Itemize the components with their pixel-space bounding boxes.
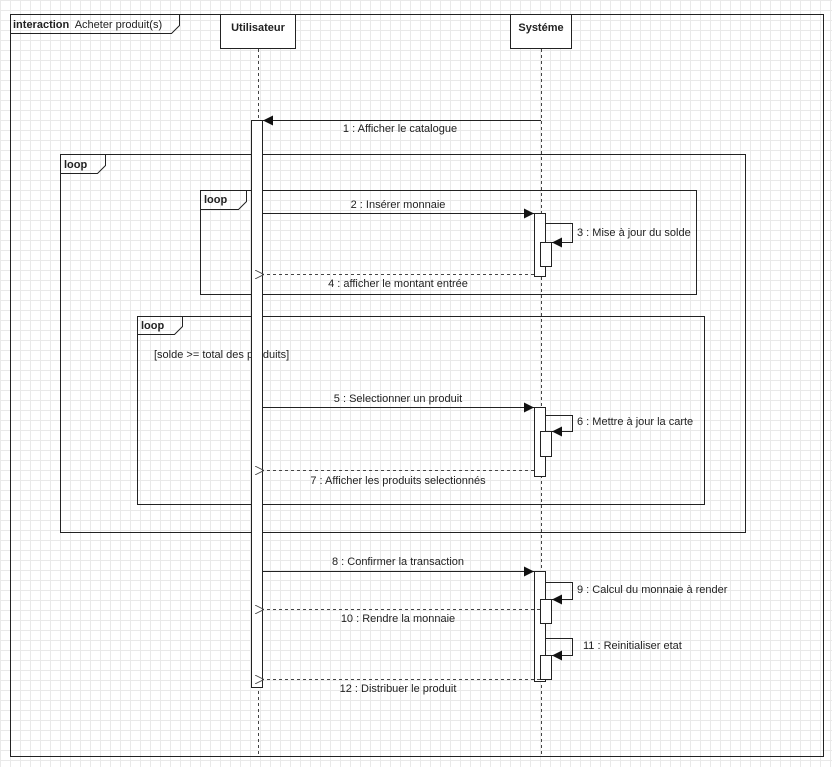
lifeline-head-systeme[interactable] xyxy=(510,14,572,49)
message-3[interactable]: 3 : Mise à jour du solde xyxy=(546,223,691,248)
activation-bar-systeme xyxy=(534,571,546,682)
message-label: 12 : Distribuer le produit xyxy=(340,683,457,695)
lifeline-label-utilisateur: Utilisateur xyxy=(231,22,286,34)
message-12[interactable]: 12 : Distribuer le produit xyxy=(263,680,540,696)
message-10[interactable]: 10 : Rendre la monnaie xyxy=(263,610,540,626)
message-label: 6 : Mettre à jour la carte xyxy=(577,416,693,428)
loop-guard: [solde >= total des produits] xyxy=(154,349,289,361)
message-label: 4 : afficher le montant entrée xyxy=(328,278,468,290)
message-label: 5 : Selectionner un produit xyxy=(334,393,462,405)
message-label: 8 : Confirmer la transaction xyxy=(332,556,464,568)
message-label: 3 : Mise à jour du solde xyxy=(577,227,691,239)
message-11[interactable]: 11 : Reinitialiser etat xyxy=(546,638,682,661)
loop-label-insert: loop xyxy=(204,194,227,206)
loop-fragment-outer: loop xyxy=(60,154,746,533)
activation-bar-self xyxy=(540,431,552,457)
loop-label-select: loop xyxy=(141,320,164,332)
message-9[interactable]: 9 : Calcul du monnaie à render xyxy=(546,582,728,605)
message-1[interactable]: 1 : Afficher le catalogue xyxy=(263,115,541,136)
activation-bar-self xyxy=(540,655,552,680)
message-label: 1 : Afficher le catalogue xyxy=(343,123,457,135)
message-7[interactable]: 7 : Afficher les produits selectionnés xyxy=(263,471,534,488)
message-2[interactable]: 2 : Insérer monnaie xyxy=(263,199,534,219)
message-8[interactable]: 8 : Confirmer la transaction xyxy=(263,556,534,577)
lifeline-head-utilisateur[interactable] xyxy=(220,14,296,49)
frame-title: interaction Acheter produit(s) xyxy=(13,19,162,31)
activation-bar-self xyxy=(540,242,552,267)
message-label: 9 : Calcul du monnaie à render xyxy=(577,584,728,596)
frame-name: Acheter produit(s) xyxy=(75,19,162,31)
loop-label-outer: loop xyxy=(64,159,87,171)
message-label: 2 : Insérer monnaie xyxy=(351,199,446,211)
message-6[interactable]: 6 : Mettre à jour la carte xyxy=(546,415,693,437)
activation-bar-utilisateur xyxy=(251,120,263,688)
frame-keyword: interaction xyxy=(13,19,70,31)
interaction-frame: interaction Acheter produit(s) xyxy=(10,14,824,757)
lifeline-label-systeme: Systéme xyxy=(518,22,563,34)
message-4[interactable]: 4 : afficher le montant entrée xyxy=(263,275,534,291)
loop-fragment-insert: loop xyxy=(200,190,697,295)
message-label: 11 : Reinitialiser etat xyxy=(583,640,682,652)
activation-bar-self xyxy=(540,599,552,624)
message-label: 7 : Afficher les produits selectionnés xyxy=(310,475,486,487)
message-5[interactable]: 5 : Selectionner un produit xyxy=(263,393,534,413)
message-label: 10 : Rendre la monnaie xyxy=(341,613,455,625)
